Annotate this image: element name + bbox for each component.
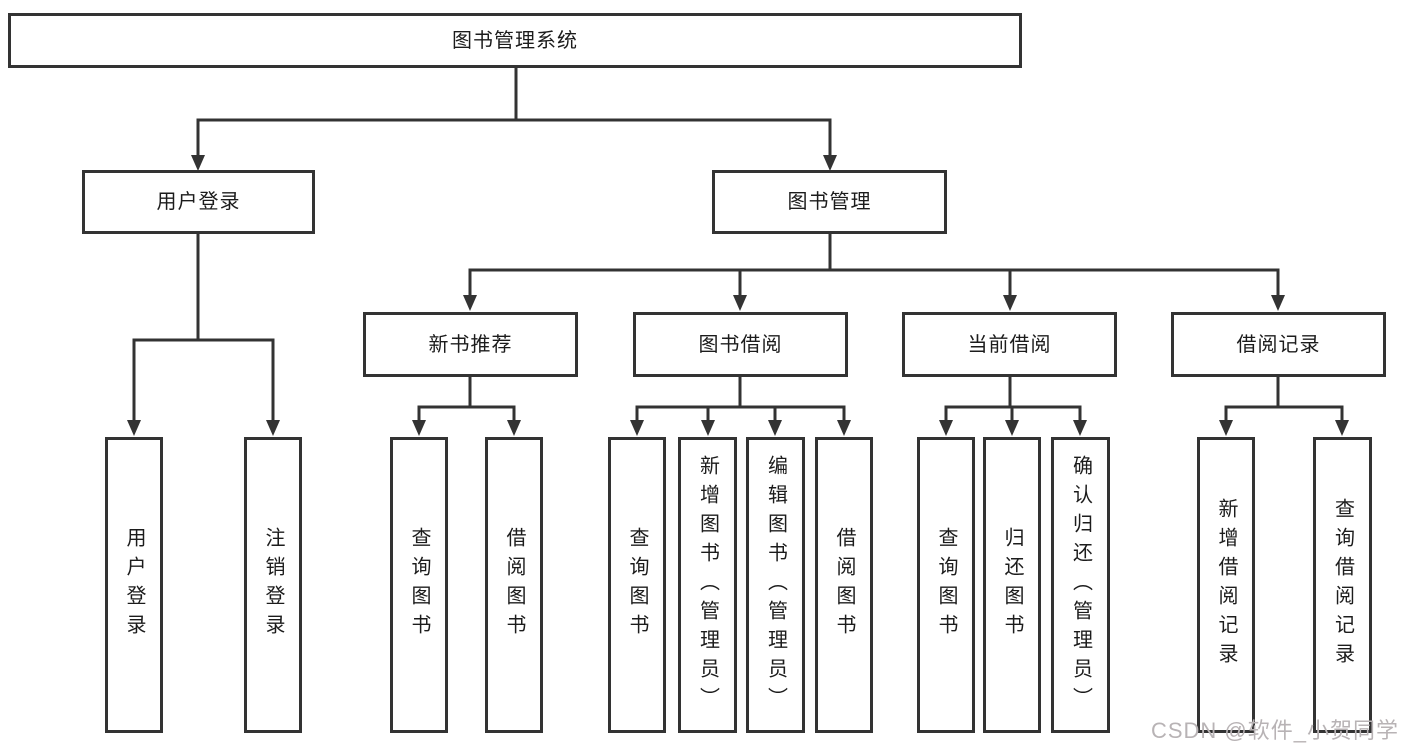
connector-currentborrow-to-leaves (939, 375, 1087, 436)
node-leaf-logout: 注销登录 (244, 437, 302, 733)
connector-userlogin-to-leaves (127, 232, 280, 436)
connector-newbook-to-leaves (412, 375, 521, 436)
connector-bookmgmt-to-level3 (463, 232, 1285, 311)
node-leaf-query-books-3: 查询图书 (917, 437, 975, 733)
node-borrowing-records: 借阅记录 (1171, 312, 1386, 377)
node-current-borrowing: 当前借阅 (902, 312, 1117, 377)
node-leaf-edit-book-admin: 编辑图书（管理员） (746, 437, 805, 733)
node-library-management-system: 图书管理系统 (8, 13, 1022, 68)
node-user-login: 用户登录 (82, 170, 315, 234)
node-leaf-borrow-books-1: 借阅图书 (485, 437, 543, 733)
node-leaf-confirm-return-admin: 确认归还（管理员） (1051, 437, 1110, 733)
node-leaf-add-borrow-record: 新增借阅记录 (1197, 437, 1255, 733)
node-leaf-return-books: 归还图书 (983, 437, 1041, 733)
node-leaf-query-borrow-record: 查询借阅记录 (1313, 437, 1372, 733)
node-new-book-recommend: 新书推荐 (363, 312, 578, 377)
node-book-borrowing: 图书借阅 (633, 312, 848, 377)
node-book-management: 图书管理 (712, 170, 947, 234)
node-leaf-user-login: 用户登录 (105, 437, 163, 733)
node-leaf-query-books-1: 查询图书 (390, 437, 448, 733)
connector-borrowrecord-to-leaves (1219, 375, 1349, 436)
connector-bookborrow-to-leaves (630, 375, 851, 436)
node-leaf-borrow-books-2: 借阅图书 (815, 437, 873, 733)
node-leaf-add-book-admin: 新增图书（管理员） (678, 437, 737, 733)
node-leaf-query-books-2: 查询图书 (608, 437, 666, 733)
csdn-watermark: CSDN @软件_小贺同学 (1150, 718, 1399, 743)
connector-root-to-level2 (191, 66, 837, 171)
